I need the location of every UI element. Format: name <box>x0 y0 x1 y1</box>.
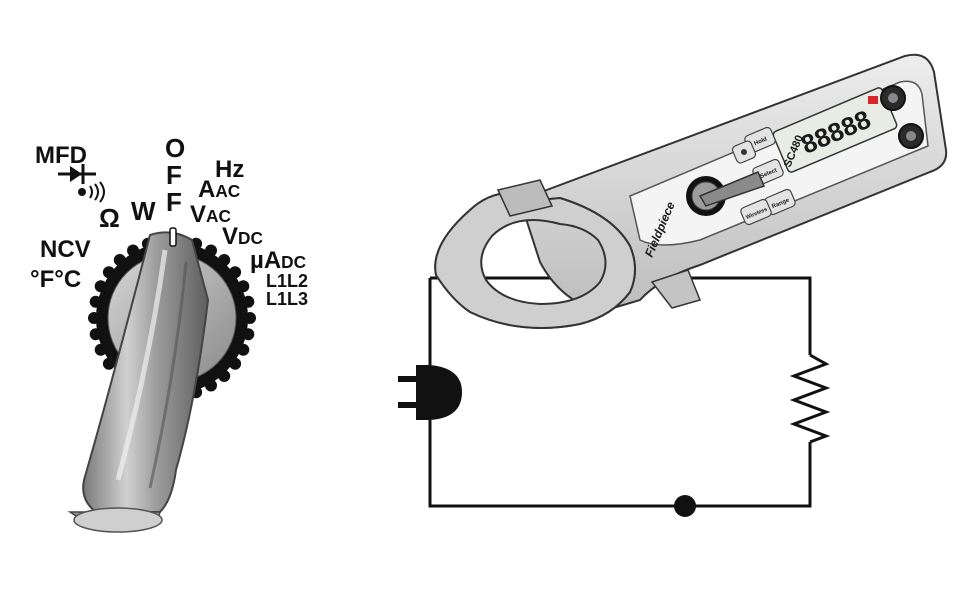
uadc-sub: DC <box>281 252 307 272</box>
vdc-sub: DC <box>238 228 263 248</box>
clamp-jaw <box>434 192 636 329</box>
jaw-hinge <box>496 179 554 217</box>
dial-pointer-tip <box>169 227 177 247</box>
uadc-main: µA <box>250 247 282 274</box>
vdc-main: V <box>222 223 239 250</box>
continuity-beep-icon <box>78 181 105 203</box>
wireless-button[interactable]: Wireless <box>740 198 773 226</box>
dial-label-off-3: F <box>166 187 182 217</box>
dial-label-l1l2: L1L2 <box>266 271 309 291</box>
jaw-trigger[interactable] <box>650 269 702 309</box>
backlight-button[interactable] <box>731 140 757 164</box>
vac-sub: AC <box>206 206 231 226</box>
svg-text:Hold: Hold <box>753 136 768 147</box>
lead-indicator <box>868 96 878 104</box>
dial-label-hz: Hz <box>215 156 245 183</box>
resistor-symbol <box>789 353 831 444</box>
dial-label-w: W <box>131 196 156 226</box>
circuit-node-dot <box>674 495 696 517</box>
diode-icon <box>58 164 96 184</box>
dial-label-l1l3: L1L3 <box>266 289 309 309</box>
plug-symbol <box>398 365 462 420</box>
dial-label-vac: VAC <box>190 203 231 227</box>
aac-sub: AC <box>215 181 241 201</box>
meter-mini-dial[interactable] <box>686 171 766 216</box>
dial-label-aac: AAC <box>198 178 240 202</box>
dial-label-mfd: MFD <box>35 142 87 169</box>
rotary-dial <box>58 164 256 533</box>
meter-buttons: Hold Select Range Wireless <box>731 126 796 226</box>
dial-label-ncv: NCV <box>40 236 91 263</box>
aac-main: A <box>198 176 216 203</box>
clamp-meter: 88888 SC480 Fieldpiece Hold Select Range <box>434 53 948 329</box>
dial-label-ohm: Ω <box>99 203 120 233</box>
vac-main: V <box>190 201 207 228</box>
knob-highlight <box>115 249 168 481</box>
dial-label-temp: °F°C <box>30 266 82 293</box>
knob-ridge <box>148 261 188 489</box>
dial-label-off-1: O <box>165 133 186 163</box>
range-button[interactable]: Range <box>764 188 797 216</box>
knob-end-cap <box>73 507 163 533</box>
dial-label-uadc: µADC <box>250 249 306 273</box>
dial-label-vdc: VDC <box>222 225 263 249</box>
dial-label-off-2: F <box>166 160 182 190</box>
meter-jacks <box>868 85 924 149</box>
circuit-diagram <box>398 276 831 517</box>
circuit-bottom-wire <box>428 420 812 508</box>
